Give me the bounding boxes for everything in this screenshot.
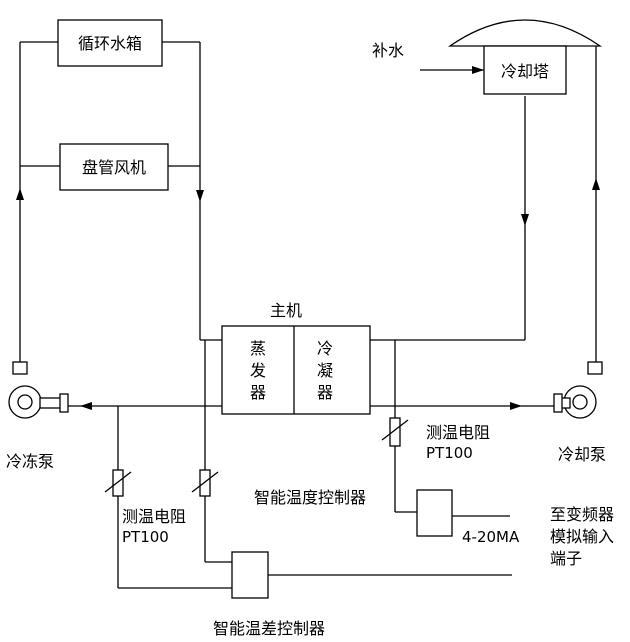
signal-label: 4-20MA [462,528,520,546]
diff-controller [231,551,269,599]
water-tank-label: 循环水箱 [78,34,142,53]
fan-coil: 盘管风机 [59,143,169,191]
arrow-right-cooling-line [510,402,522,410]
sensor-right-label: 测温电阻 PT100 [426,423,490,462]
sensor-left-label: 测温电阻 PT100 [122,507,186,546]
vfd-line-2: 模拟输入 [550,527,614,546]
arrow-up-cooling-return [592,178,600,190]
sensor-left-icon-1 [104,469,132,497]
condenser-char-1: 冷 [317,339,333,358]
temp-controller [416,489,453,537]
sensor-right-icon [381,417,409,447]
sensor-right-model: PT100 [426,444,473,462]
evaporator: 蒸 发 器 [250,339,266,402]
vfd-line-1: 至变频器 [550,505,614,524]
evaporator-char-3: 器 [250,383,266,402]
vfd-line-3: 端子 [550,549,582,568]
sensor-left-icon-2 [191,469,219,497]
sensor-left-name: 测温电阻 [122,507,186,526]
chilled-pump-icon [8,361,69,419]
cooling-tower: 冷却塔 [447,19,603,95]
flow-arrows [16,66,600,410]
evaporator-char-1: 蒸 [250,339,266,358]
condenser: 冷 凝 器 [317,339,333,402]
makeup-water-label: 补水 [372,41,404,60]
evaporator-char-2: 发 [250,361,266,380]
arrow-right-makeup [472,66,484,74]
arrow-down-center-loop [196,190,204,202]
cooling-pump-label: 冷却泵 [558,445,606,464]
arrow-down-tower-line [521,214,529,226]
arrow-up-left-loop [16,188,24,200]
sensor-left-model: PT100 [122,528,169,546]
cooling-tower-label: 冷却塔 [501,62,549,81]
water-tank: 循环水箱 [57,19,163,67]
temp-controller-label: 智能温度控制器 [254,488,366,507]
vfd-terminal-label: 至变频器 模拟输入 端子 [550,505,614,568]
fan-coil-label: 盘管风机 [82,158,146,177]
main-unit-label: 主机 [270,301,302,320]
cooling-pump-icon [553,361,603,419]
arrow-left-pump-line [80,402,92,410]
main-unit: 主机 蒸 发 器 冷 凝 器 [221,301,371,415]
diff-controller-label: 智能温差控制器 [213,619,325,638]
chilled-pump-label: 冷冻泵 [6,452,54,471]
sensor-right-name: 测温电阻 [426,423,490,442]
condenser-char-3: 器 [317,383,333,402]
condenser-char-2: 凝 [317,361,333,380]
